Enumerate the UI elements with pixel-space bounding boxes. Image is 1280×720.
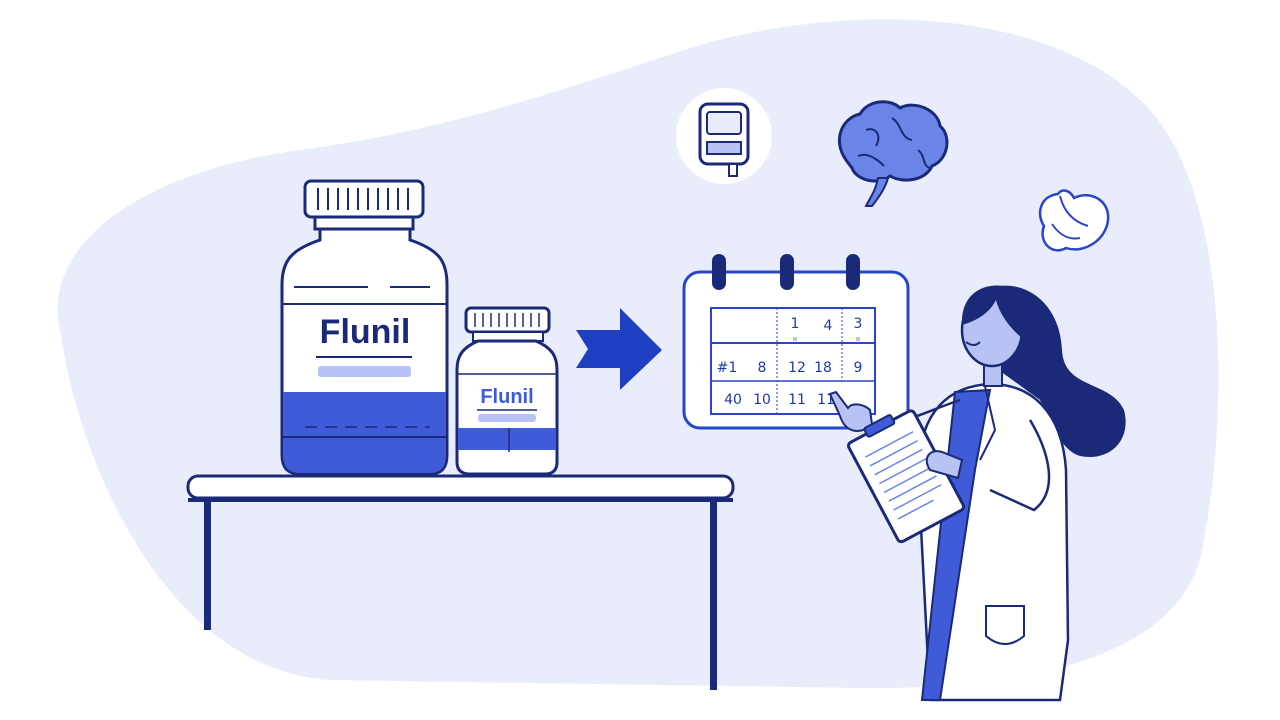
small-bottle: Flunil	[455, 306, 559, 476]
calendar-cell: #1	[717, 360, 738, 376]
stomach-icon	[1038, 189, 1110, 252]
calendar-cell: 40	[724, 392, 742, 408]
table	[186, 474, 735, 690]
arrow-right-icon	[576, 308, 662, 390]
calendar-cell: 1	[791, 316, 800, 332]
calendar-cell: 9	[854, 360, 863, 376]
clipboard	[847, 409, 966, 544]
calendar-cell: 8	[758, 360, 767, 376]
calendar-cell: 12	[788, 360, 806, 376]
glucose-meter-icon	[676, 88, 772, 184]
large-bottle-label: Flunil	[320, 313, 411, 351]
calendar: 1 4 3 #1 8 12 18 9 40 10 11 11	[682, 254, 910, 430]
brain-icon	[837, 100, 949, 207]
calendar-cell: 4	[824, 318, 833, 334]
doctor-hand	[925, 450, 964, 480]
calendar-cell: 3	[854, 316, 863, 332]
small-bottle-label: Flunil	[480, 386, 533, 408]
large-bottle: Flunil	[280, 179, 449, 476]
calendar-cell: 10	[753, 392, 771, 408]
calendar-cell: 18	[814, 360, 832, 376]
calendar-cell: 11	[788, 392, 806, 408]
